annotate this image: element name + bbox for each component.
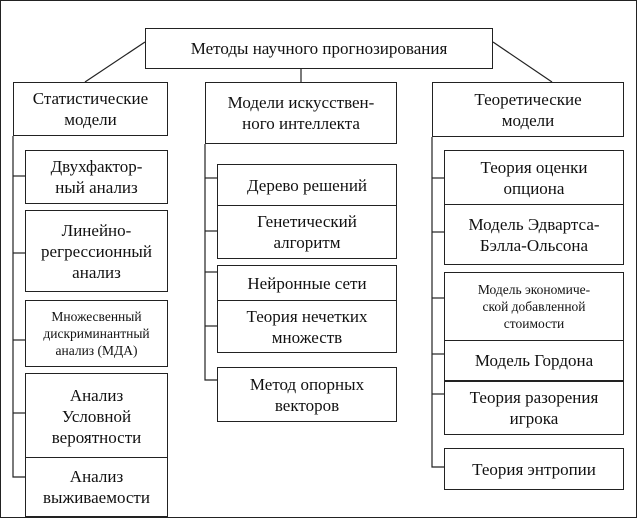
node-two-factor-analysis: Двухфактор- ный анализ [25, 150, 168, 204]
node-support-vector: Метод опорных векторов [217, 367, 397, 422]
node-economic-value-added: Модель экономиче- ской добавленной стоим… [444, 272, 624, 341]
connector-middle-trunk [204, 144, 217, 381]
connector-title-left [84, 41, 146, 83]
root-node-title: Методы научного прогнозирования [145, 28, 493, 69]
node-conditional-probability: Анализ Условной вероятности [25, 373, 168, 459]
node-survival-analysis: Анализ выживаемости [25, 457, 168, 517]
theoretical-models-header: Теоретические модели [432, 82, 624, 137]
node-linear-regression: Линейно- регрессионный анализ [25, 210, 168, 292]
node-gordon-model: Модель Гордона [444, 340, 624, 381]
node-option-pricing: Теория оценки опциона [444, 150, 624, 205]
node-neural-networks: Нейронные сети [217, 265, 397, 301]
node-fuzzy-sets: Теория нечетких множеств [217, 300, 397, 353]
connector-title-right [492, 41, 553, 83]
node-decision-tree: Дерево решений [217, 164, 397, 206]
node-genetic-algorithm: Генетический алгоритм [217, 205, 397, 259]
connector-right-trunk [431, 137, 444, 468]
node-edwards-bell-ohlson: Модель Эдвартса- Бэлла-Ольсона [444, 204, 624, 265]
connector-left-trunk [12, 136, 25, 478]
statistical-models-header: Статистические модели [13, 82, 168, 136]
node-entropy-theory: Теория энтропии [444, 448, 624, 490]
ai-models-header: Модели искусствен- ного интеллекта [205, 82, 397, 144]
node-gamblers-ruin: Теория разорения игрока [444, 381, 624, 435]
node-mda: Множесвенный дискриминантный анализ (МДА… [25, 300, 168, 367]
